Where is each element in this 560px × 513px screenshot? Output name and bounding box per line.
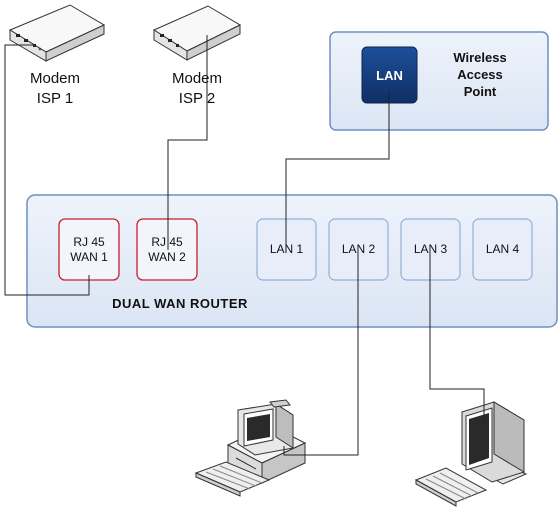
access-point-lan-label: LAN — [376, 68, 403, 83]
connections — [4, 35, 485, 456]
lan-port-2-label: LAN 2 — [342, 242, 376, 256]
modem-2-line-1: Modem — [172, 70, 222, 87]
wire-modem2-wan2 — [167, 35, 208, 250]
desktop-computer-icon — [194, 399, 307, 497]
modem-icon — [152, 5, 242, 61]
wan-port-2-line-1: RJ 45 — [151, 235, 183, 249]
modem-isp-1: Modem ISP 1 — [8, 4, 106, 107]
router-title: DUAL WAN ROUTER — [112, 296, 248, 311]
modem-isp-2: Modem ISP 2 — [152, 5, 242, 107]
wireless-access-point: LAN Wireless Access Point — [329, 31, 549, 131]
modem-2-line-2: ISP 2 — [179, 90, 215, 107]
wan-port-2-line-2: WAN 2 — [148, 250, 186, 264]
wan-port-2: RJ 45 WAN 2 — [136, 218, 198, 281]
desktop-computer — [194, 399, 307, 497]
wan-port-1-line-2: WAN 1 — [70, 250, 108, 264]
wire-ap-lan1 — [285, 90, 390, 247]
wire-lan2-desktop — [283, 247, 359, 456]
lan-port-1-label: LAN 1 — [270, 242, 304, 256]
modem-icon — [8, 4, 106, 62]
access-point-title-line-2: Access — [457, 67, 503, 82]
wire-modem1-wan1 — [4, 44, 90, 296]
monitor-computer — [414, 401, 528, 507]
lan-port-4: LAN 4 — [472, 218, 533, 281]
modem-1-line-1: Modem — [30, 70, 80, 87]
wire-lan3-monitor — [429, 247, 485, 426]
monitor-computer-icon — [414, 401, 528, 507]
access-point-title-line-1: Wireless — [453, 50, 506, 65]
lan-port-3-label: LAN 3 — [414, 242, 448, 256]
dual-wan-router: RJ 45 WAN 1 RJ 45 WAN 2 LAN 1 LAN 2 LAN … — [26, 194, 558, 328]
wan-port-1: RJ 45 WAN 1 — [58, 218, 120, 281]
modem-1-line-2: ISP 1 — [37, 90, 73, 107]
lan-port-4-label: LAN 4 — [486, 242, 520, 256]
access-point-title-line-3: Point — [464, 84, 497, 99]
wan-port-1-line-1: RJ 45 — [73, 235, 105, 249]
